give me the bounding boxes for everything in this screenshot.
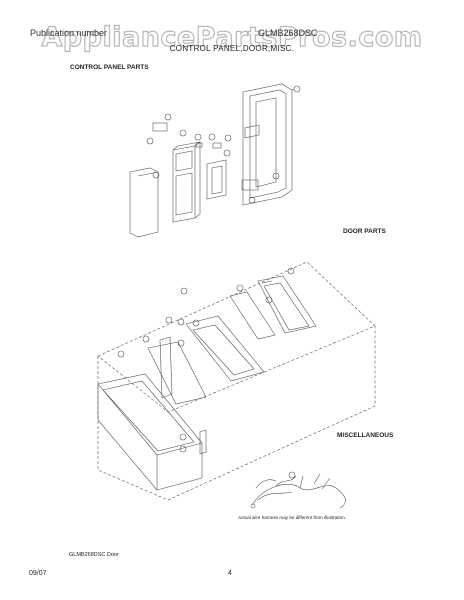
- door-inner-glass-part: [147, 341, 207, 405]
- header-publication-label: Publication number: [30, 28, 108, 38]
- door-glass-part: [229, 291, 276, 340]
- control-panel-frame-part: [242, 83, 293, 206]
- control-side-panel-part: [129, 167, 159, 238]
- door-hinge-strip-part: [159, 336, 173, 399]
- harness-note: Actual wire harness may be different fro…: [238, 515, 346, 520]
- door-choke-frame-part: [257, 275, 317, 334]
- small-bracket-part: [152, 122, 168, 132]
- door-callouts: [117, 267, 295, 453]
- section-label-door: DOOR PARTS: [343, 228, 386, 235]
- wire-harness-part: [250, 471, 346, 509]
- door-model-caption: GLMB268DSC Door: [69, 552, 119, 558]
- section-label-misc: MISCELLANEOUS: [337, 432, 394, 439]
- door-front-panel-part: [97, 373, 203, 491]
- control-callouts: [146, 85, 301, 204]
- page-title: CONTROL PANEL,DOOR,MISC.: [169, 44, 295, 53]
- door-assembly-outline: [97, 261, 376, 413]
- clip-part: [195, 142, 203, 148]
- control-board-part: [206, 159, 227, 200]
- header-model-number: GLMB268DSC: [258, 28, 318, 38]
- watermark-logo: AppliancePartsPros.com: [41, 21, 423, 53]
- footer-date: 09/07: [29, 570, 47, 577]
- door-inner-frame-part: [185, 315, 265, 382]
- footer-page-number: 4: [228, 570, 232, 577]
- section-label-control-panel: CONTROL PANEL PARTS: [70, 64, 149, 71]
- control-keypad-part: [172, 141, 201, 223]
